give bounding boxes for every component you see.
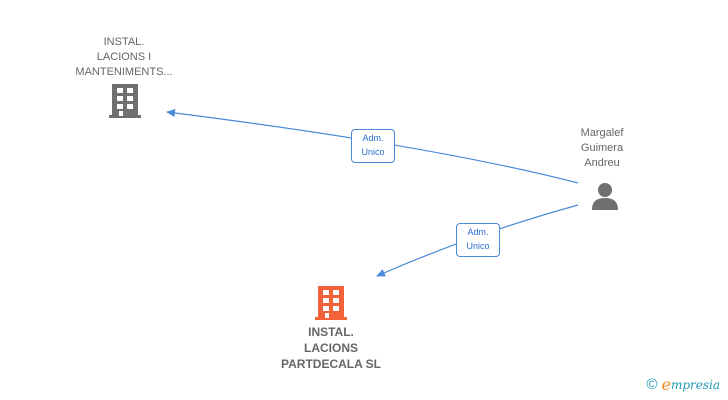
edge-person-to-company-top [166, 109, 579, 184]
person-icon[interactable] [590, 181, 620, 211]
company-main-label[interactable]: INSTAL. LACIONS PARTDECALA SL [281, 325, 381, 371]
building-icon[interactable] [109, 84, 141, 118]
company-top-label[interactable]: INSTAL. LACIONS I MANTENIMENTS... [75, 36, 173, 78]
copyright-icon: © [646, 376, 658, 393]
edge-label-adm-unico-main: Adm. Unico [456, 223, 500, 257]
person-label[interactable]: Margalef Guimera Andreu [580, 127, 624, 169]
edge-label-adm-unico-top: Adm. Unico [351, 129, 395, 163]
building-icon[interactable] [315, 286, 347, 320]
empresia-logo[interactable]: © e mpresia [646, 375, 720, 394]
